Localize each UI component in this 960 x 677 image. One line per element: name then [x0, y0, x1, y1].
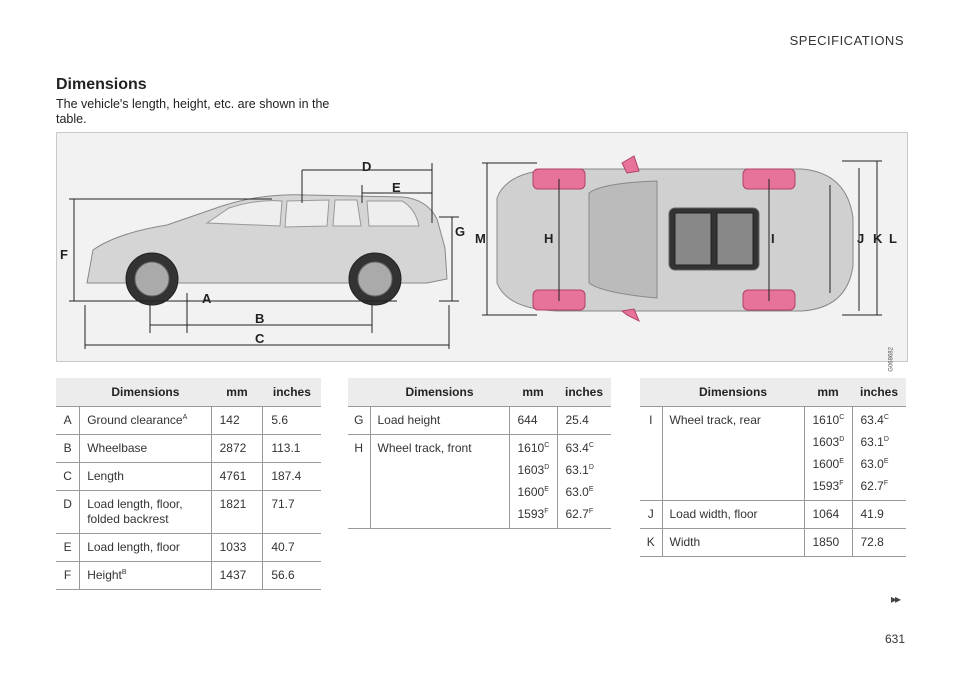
label-h: H: [544, 231, 553, 246]
page-title: Dimensions: [56, 76, 147, 93]
table-row: J Load width, floor 1064 41.9: [640, 500, 906, 529]
double-chevron-right-icon[interactable]: ▸▸: [891, 592, 901, 606]
col-inches: inches: [557, 378, 611, 407]
table-row: K Width 1850 72.8: [640, 528, 906, 557]
dimensions-figure: A B C D E F G M H I J K L G068682: [56, 132, 908, 372]
label-i: I: [771, 231, 775, 246]
col-inches: inches: [852, 378, 906, 407]
col-mm: mm: [509, 378, 557, 407]
label-j: J: [857, 231, 864, 246]
figure-code: G068682: [889, 347, 895, 372]
table-row: D Load length, floor, folded backrest 18…: [56, 490, 321, 534]
label-f: F: [60, 247, 68, 262]
page-number: 631: [885, 632, 906, 646]
table-row: A Ground clearanceA 142 5.6: [56, 406, 321, 435]
table-row: F HeightB 1437 56.6: [56, 561, 321, 590]
dimensions-table-3: Dimensions mm inches I Wheel track, rear…: [640, 378, 906, 557]
label-l: L: [889, 231, 897, 246]
col-inches: inches: [262, 378, 321, 407]
label-e: E: [392, 180, 401, 195]
col-mm: mm: [804, 378, 852, 407]
label-b: B: [255, 311, 264, 326]
col-mm: mm: [211, 378, 263, 407]
car-side-view: [86, 194, 448, 306]
label-a: A: [202, 291, 212, 306]
table-row: E Load length, floor 1033 40.7: [56, 533, 321, 562]
col-dimensions: Dimensions: [79, 378, 212, 407]
table-row: G Load height 644 25.4: [348, 406, 611, 435]
table-row: C Length 4761 187.4: [56, 462, 321, 491]
label-c: C: [255, 331, 265, 346]
table-row: B Wheelbase 2872 113.1: [56, 434, 321, 463]
dimensions-diagram: A B C D E F G M H I J K L: [60, 155, 897, 349]
table-row: I Wheel track, rear 1610C 1603D 1600E 15…: [640, 406, 906, 501]
car-top-view: [496, 155, 854, 323]
label-d: D: [362, 159, 371, 174]
col-dimensions: Dimensions: [370, 378, 509, 407]
label-m: M: [475, 231, 486, 246]
label-g: G: [455, 224, 465, 239]
dimensions-table-1: Dimensions mm inches A Ground clearanceA…: [56, 378, 321, 590]
section-header: SPECIFICATIONS: [789, 33, 904, 48]
intro-text: The vehicle's length, height, etc. are s…: [56, 97, 330, 126]
col-dimensions: Dimensions: [662, 378, 804, 407]
table-row: H Wheel track, front 1610C 1603D 1600E 1…: [348, 434, 611, 529]
label-k: K: [873, 231, 883, 246]
dimensions-table-2: Dimensions mm inches G Load height 644 2…: [348, 378, 611, 529]
